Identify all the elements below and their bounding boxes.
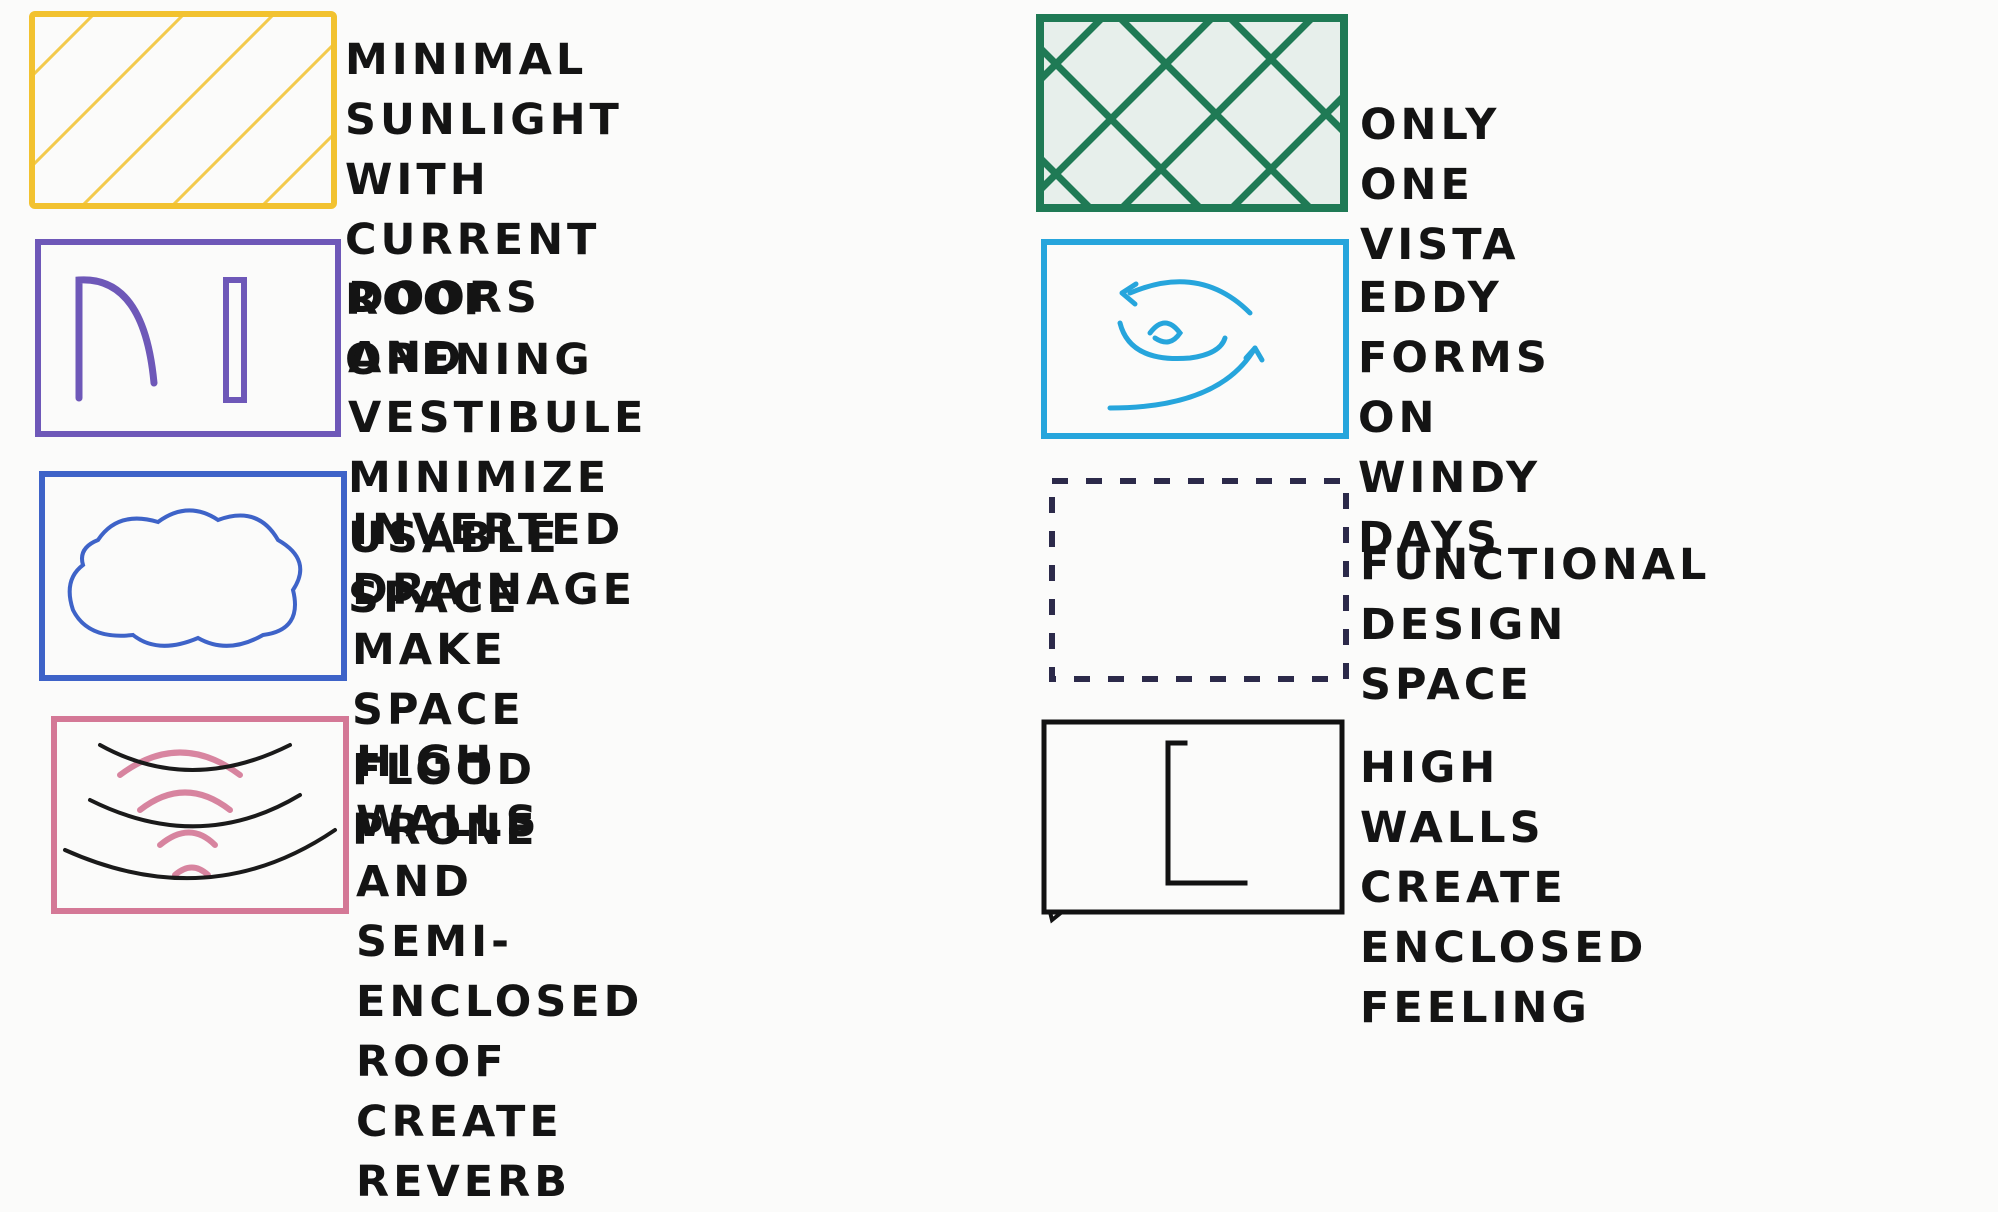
legend-label: FUNCTIONAL DESIGN SPACE: [1360, 540, 1711, 710]
puddle-outline-swatch: [39, 471, 347, 681]
door-symbols-swatch: [35, 239, 341, 437]
legend-label: MINIMAL SUNLIGHT WITH CURRENT ROOF OPENI…: [345, 35, 623, 385]
wall-bracket-swatch: [1041, 719, 1345, 924]
sound-arcs-swatch: [51, 716, 349, 914]
swirl-arrows-swatch: [1041, 239, 1349, 439]
legend: MINIMAL SUNLIGHT WITH CURRENT ROOF OPENI…: [29, 11, 1711, 1207]
dashed-border-swatch: [1049, 478, 1349, 682]
diagonal-hatch-swatch: [29, 11, 337, 209]
crosshatch-swatch: [1036, 14, 1348, 212]
legend-label: DOORS AND VESTIBULE MINIMIZE USABLE SPAC…: [348, 273, 648, 623]
legend-label: HIGH WALLS AND SEMI- ENCLOSED ROOF CREAT…: [356, 737, 644, 1207]
legend-label: ONLY ONE VISTA: [1360, 100, 1520, 270]
legend-label: HIGH WALLS CREATE ENCLOSED FEELING: [1360, 743, 1648, 1033]
legend-label: EDDY FORMS ON WINDY DAYS: [1358, 273, 1551, 563]
legend-label: INVERTED DRAINAGE MAKE SPACE FLOOD PRONE: [352, 505, 637, 855]
